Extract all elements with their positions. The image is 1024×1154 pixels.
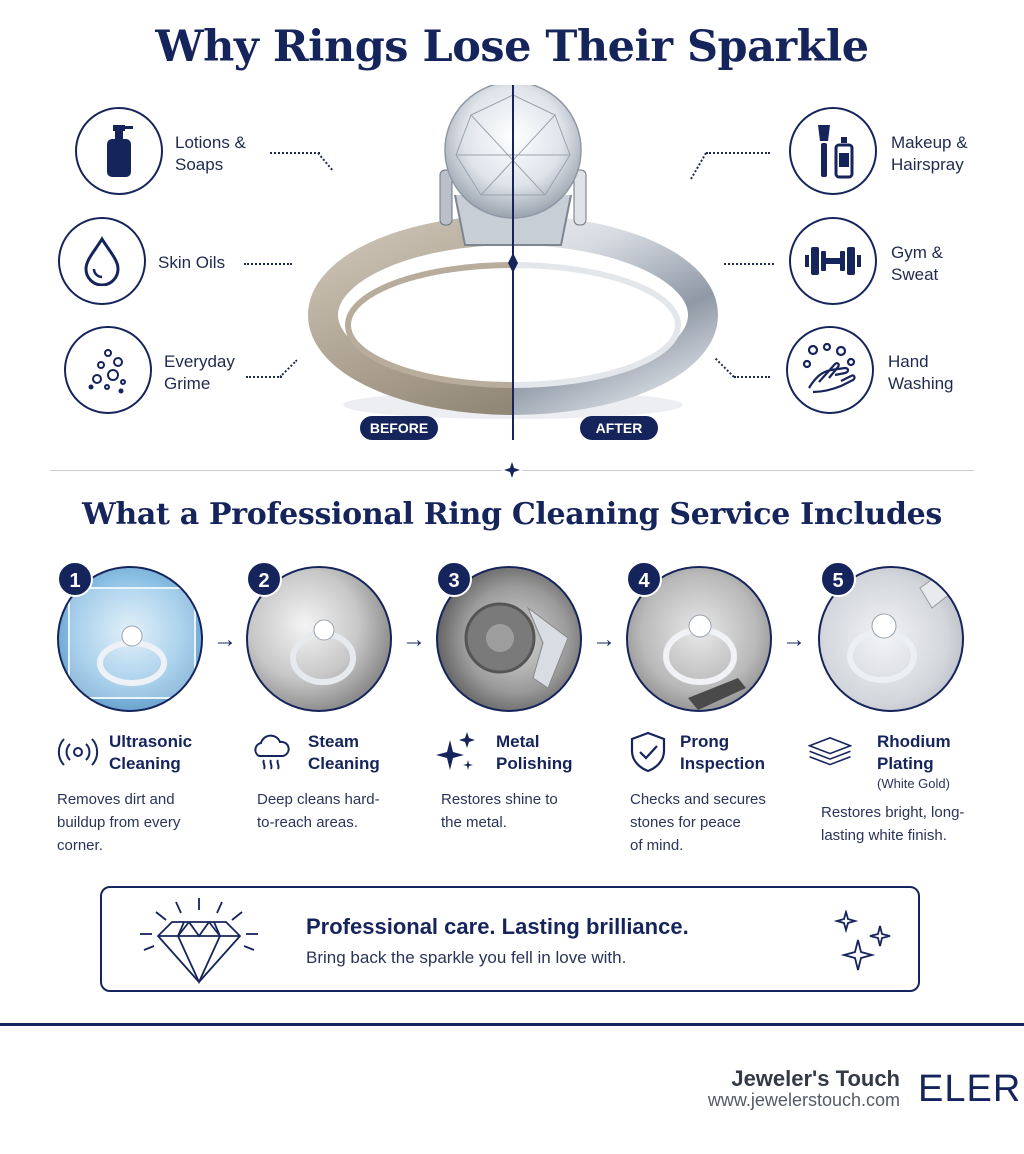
step-title: Ultrasonic Cleaning [109,732,193,773]
grime-particles-icon [64,326,152,414]
step-number: 2 [246,561,282,597]
cause-label: Gym & Sweat [891,243,943,284]
brand-name: Jeweler's Touch [731,1066,900,1091]
step-number: 3 [436,561,472,597]
arrow-right-icon: → [782,626,806,653]
step-description: Deep cleans hard- to-reach areas. [257,791,380,831]
arrow-right-icon: → [402,626,426,653]
step-number: 1 [57,561,93,597]
step-title: Rhodium Plating [877,732,951,773]
services-title: What a Professional Ring Cleaning Servic… [81,497,943,532]
makeup-brush-icon [789,107,877,195]
cta-headline: Professional care. Lasting brilliance. [306,914,689,939]
prong-inspection-photo [626,566,772,712]
cta-subline: Bring back the sparkle you fell in love … [306,948,627,967]
step-description: Removes dirt and buildup from every corn… [57,791,181,854]
ultrasonic-cleaning-photo [57,566,203,712]
page-title: Why Rings Lose Their Sparkle [155,22,869,72]
shield-check-icon [630,731,666,773]
layers-icon [808,737,852,766]
steam-cloud-icon [254,734,290,770]
cause-label: Lotions & Soaps [175,133,246,174]
cause-label: Everyday Grime [164,352,235,393]
section-divider [50,470,502,471]
sparkle-icon [436,732,475,770]
cause-label: Makeup & Hairspray [891,133,968,174]
step-description: Restores bright, long- lasting white fin… [821,804,965,844]
cause-label: Hand Washing [888,352,954,393]
steam-cleaning-photo [246,566,392,712]
footer-divider [0,1023,1024,1026]
lotion-bottle-icon [75,107,163,195]
diamond-icon [140,898,258,985]
brand-logo: ELER [918,1068,1022,1110]
before-label: BEFORE [360,416,438,440]
diamond-sparkle-icon [504,462,520,478]
step-number: 5 [820,561,856,597]
dumbbell-icon [789,217,877,305]
step-note: (White Gold) [877,776,950,791]
section-divider [522,470,974,471]
arrow-right-icon: → [592,626,616,653]
website-link[interactable]: www.jewelerstouch.com [707,1090,900,1110]
ring-before-after-image: BEFORE AFTER [300,81,725,445]
step-title: Steam Cleaning [308,732,380,773]
step-description: Restores shine to the metal. [441,791,558,831]
step-number: 4 [626,561,662,597]
arrow-right-icon: → [213,626,237,653]
ultrasonic-waves-icon [57,738,99,766]
hand-washing-icon [786,326,874,414]
sparkle-icon [834,910,891,971]
step-title: Prong Inspection [680,732,766,773]
after-label: AFTER [580,416,658,440]
cta-banner: Professional care. Lasting brilliance. B… [100,886,920,992]
cause-label: Skin Oils [158,253,226,272]
oil-drop-icon [58,217,146,305]
step-title: Metal Polishing [496,732,573,773]
metal-polishing-photo [436,566,582,712]
step-description: Checks and secures stones for peace of m… [630,791,766,854]
